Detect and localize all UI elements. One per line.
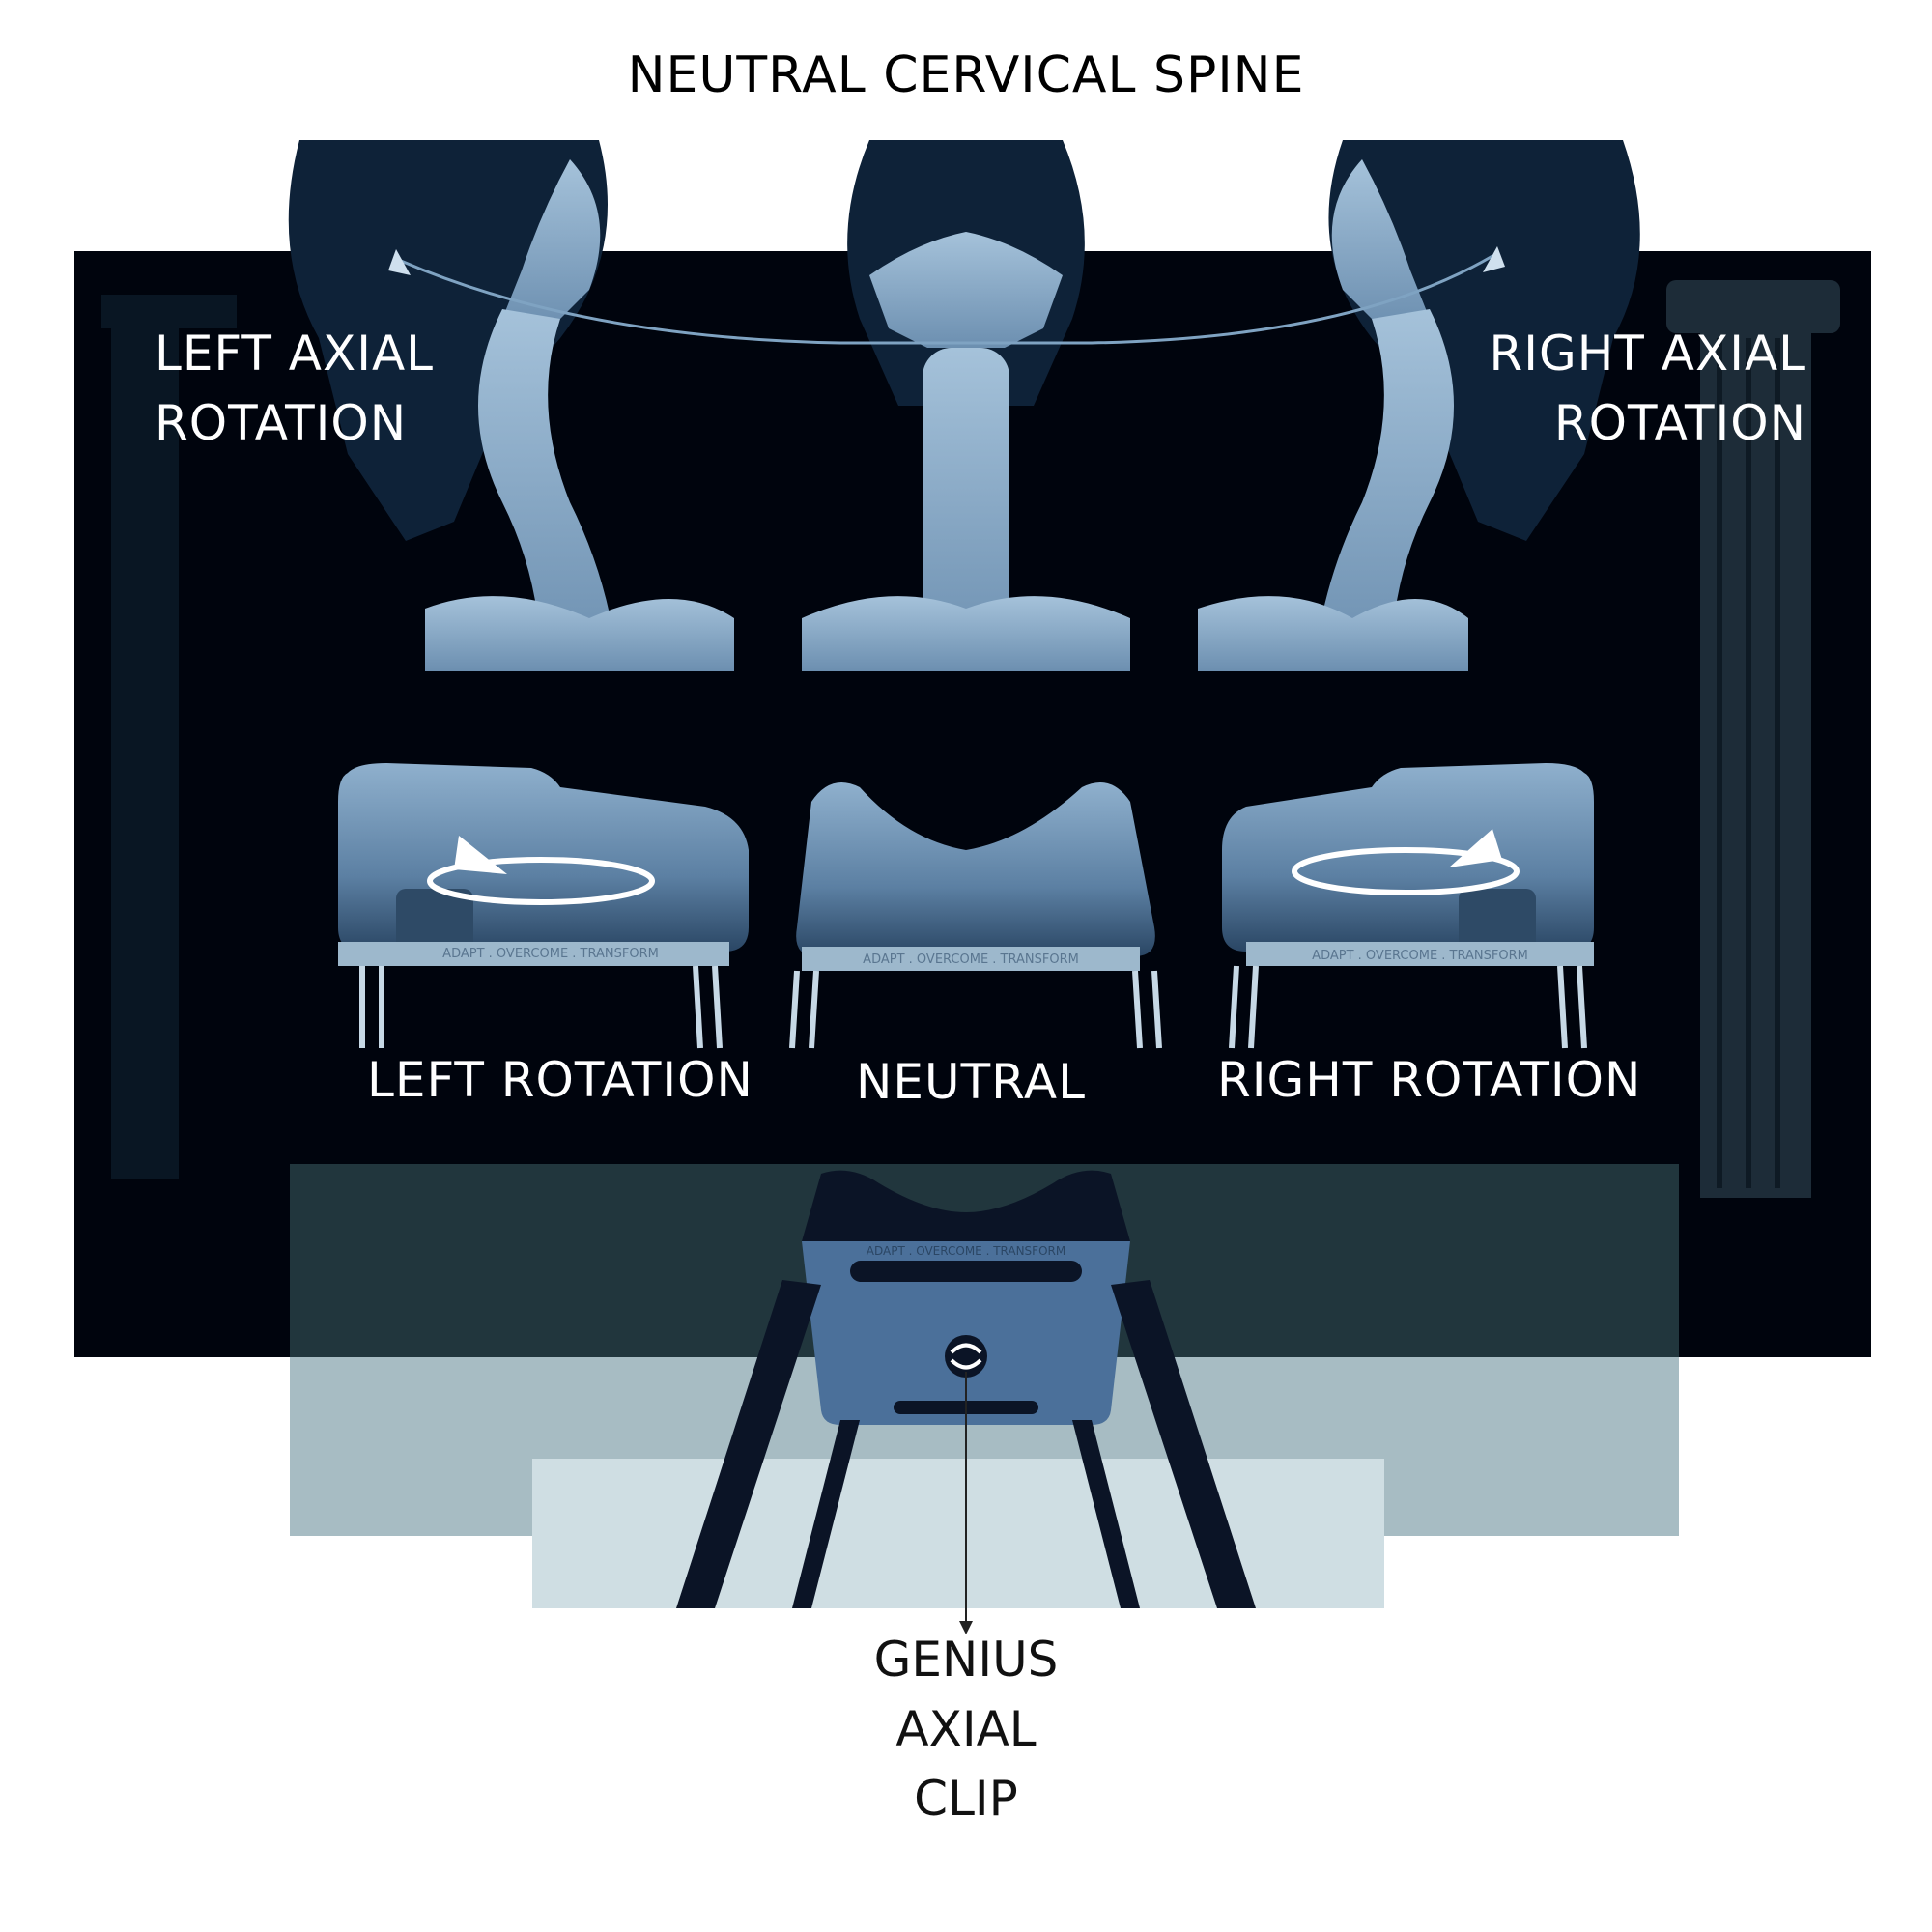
- engraving-right: ADAPT . OVERCOME . TRANSFORM: [1312, 949, 1528, 963]
- engraving-left: ADAPT . OVERCOME . TRANSFORM: [442, 947, 659, 961]
- arc-arrow-right: [1483, 246, 1505, 272]
- center-spine: [802, 348, 1130, 671]
- device-right: [1222, 763, 1594, 1049]
- left-axial-rotation-label: LEFT AXIAL ROTATION: [155, 319, 502, 458]
- callout-arrowhead: [959, 1621, 973, 1634]
- engraving-bottom: ADAPT . OVERCOME . TRANSFORM: [866, 1244, 1066, 1258]
- column-right: [1666, 280, 1840, 1198]
- left-axial-line2: ROTATION: [155, 395, 408, 451]
- center-skull-bone: [869, 232, 1063, 348]
- genius-axial-clip-label: GENIUS AXIAL CLIP: [821, 1625, 1111, 1833]
- rotation-arc: [400, 254, 1493, 345]
- callout-line3: CLIP: [914, 1771, 1018, 1827]
- left-axial-line1: LEFT AXIAL: [155, 326, 435, 382]
- right-head: [1328, 140, 1640, 541]
- device-left: [338, 763, 749, 1049]
- column-left: [101, 295, 237, 1179]
- left-skull-bone: [502, 159, 601, 328]
- left-head: [288, 140, 608, 541]
- device-bottom: [676, 1170, 1256, 1608]
- right-rotation-label: RIGHT ROTATION: [1217, 1052, 1642, 1108]
- device-neutral: [789, 782, 1162, 1049]
- left-spine: [425, 309, 734, 671]
- engraving-center: ADAPT . OVERCOME . TRANSFORM: [863, 952, 1079, 967]
- neutral-label: NEUTRAL: [856, 1054, 1086, 1110]
- right-skull-bone: [1331, 159, 1430, 328]
- right-spine: [1198, 309, 1468, 671]
- right-axial-line1: RIGHT AXIAL: [1489, 326, 1806, 382]
- left-rotation-label: LEFT ROTATION: [367, 1052, 753, 1108]
- right-axial-line2: ROTATION: [1553, 395, 1806, 451]
- page-title: NEUTRAL CERVICAL SPINE: [627, 46, 1305, 104]
- callout-line2: AXIAL: [895, 1701, 1037, 1757]
- right-axial-rotation-label: RIGHT AXIAL ROTATION: [1449, 319, 1806, 458]
- callout-line1: GENIUS: [873, 1632, 1059, 1688]
- pale-band: [532, 1459, 1384, 1608]
- arc-arrow-left: [388, 249, 411, 275]
